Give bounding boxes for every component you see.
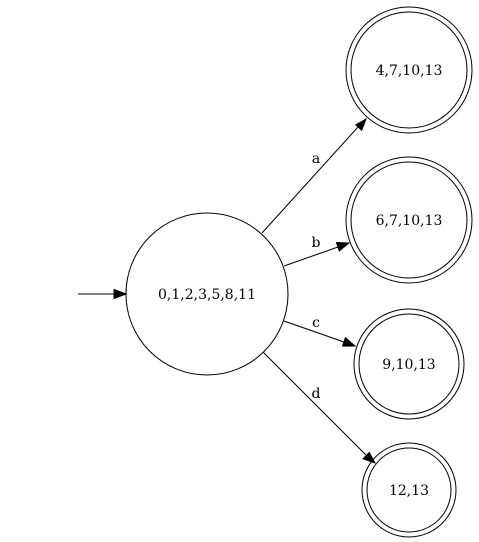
initial-arrow: [78, 288, 128, 300]
state-b[interactable]: 6,7,10,13: [345, 156, 473, 284]
state-b-inner-circle: [350, 161, 468, 279]
state-start-label: 0,1,2,3,5,8,11: [158, 287, 256, 303]
transition-a-label: a: [312, 151, 320, 167]
state-c-outer-circle: [353, 308, 465, 420]
transition-c: c: [283, 315, 357, 347]
transition-d: d: [262, 351, 377, 464]
state-d-label: 12,13: [389, 483, 429, 499]
state-c[interactable]: 9,10,13: [353, 308, 465, 420]
state-c-inner-circle: [358, 313, 460, 415]
transition-b-label: b: [312, 235, 321, 251]
state-d-outer-circle: [361, 442, 457, 538]
state-d[interactable]: 12,13: [361, 442, 457, 538]
transition-c-label: c: [312, 315, 320, 331]
state-b-outer-circle: [345, 156, 473, 284]
transition-d-label: d: [312, 386, 321, 402]
transition-a: a: [261, 117, 367, 234]
state-c-label: 9,10,13: [382, 357, 435, 373]
state-start[interactable]: 0,1,2,3,5,8,11: [125, 212, 289, 376]
transition-b: b: [283, 235, 351, 267]
state-d-inner-circle: [366, 447, 452, 533]
state-b-label: 6,7,10,13: [376, 213, 443, 229]
state-start-circle: [125, 212, 289, 376]
state-a-label: 4,7,10,13: [376, 63, 443, 79]
state-a[interactable]: 4,7,10,13: [345, 6, 473, 134]
state-a-inner-circle: [350, 11, 468, 129]
state-a-outer-circle: [345, 6, 473, 134]
